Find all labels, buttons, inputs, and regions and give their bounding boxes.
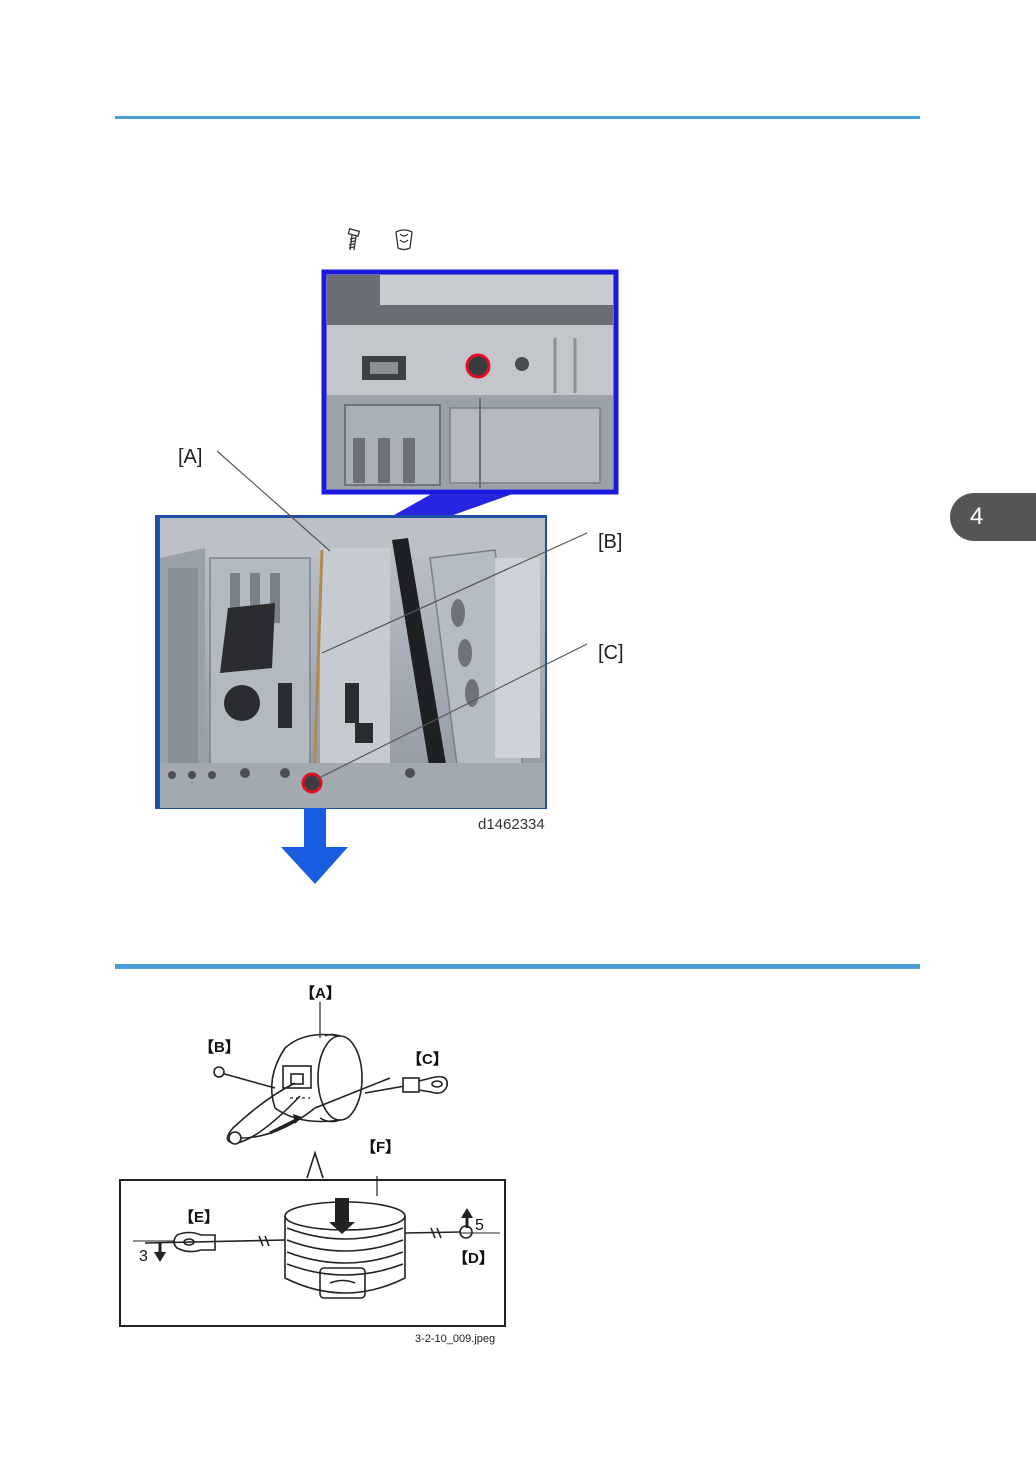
label-d: 【D】 bbox=[453, 1249, 494, 1267]
zoom-inset bbox=[324, 272, 616, 492]
label-c: 【C】 bbox=[407, 1050, 448, 1068]
turns-up: 5 bbox=[475, 1217, 484, 1234]
harness-clamp-icon bbox=[392, 228, 416, 252]
wire-spool-diagram: 【A】 【B】 【C】 【F】 【E】 【D】 5 3 3-2-10_009.j… bbox=[115, 978, 515, 1348]
photo-figure: [A] [B] [C] d1462334 bbox=[150, 268, 640, 888]
screw-icon bbox=[343, 228, 363, 254]
label-a: 【A】 bbox=[300, 984, 341, 1002]
label-b: 【B】 bbox=[199, 1038, 240, 1056]
header-rule bbox=[115, 116, 920, 119]
turns-down: 3 bbox=[139, 1248, 148, 1265]
pull-direction-arrow bbox=[281, 808, 348, 884]
label-f: 【F】 bbox=[361, 1138, 400, 1156]
figure-filename: 3-2-10_009.jpeg bbox=[415, 1333, 495, 1345]
label-e: 【E】 bbox=[179, 1208, 219, 1226]
screw-marker-zoom bbox=[467, 355, 489, 377]
chapter-tab[interactable]: 4 bbox=[950, 493, 1036, 541]
callout-a: [A] bbox=[178, 446, 202, 468]
screw-marker-c bbox=[303, 774, 321, 792]
section-rule bbox=[115, 964, 920, 969]
chapter-number: 4 bbox=[970, 503, 983, 531]
machine-photo bbox=[155, 515, 547, 809]
callout-b: [B] bbox=[598, 531, 622, 553]
figure-id: d1462334 bbox=[478, 816, 545, 833]
callout-c: [C] bbox=[598, 642, 624, 664]
